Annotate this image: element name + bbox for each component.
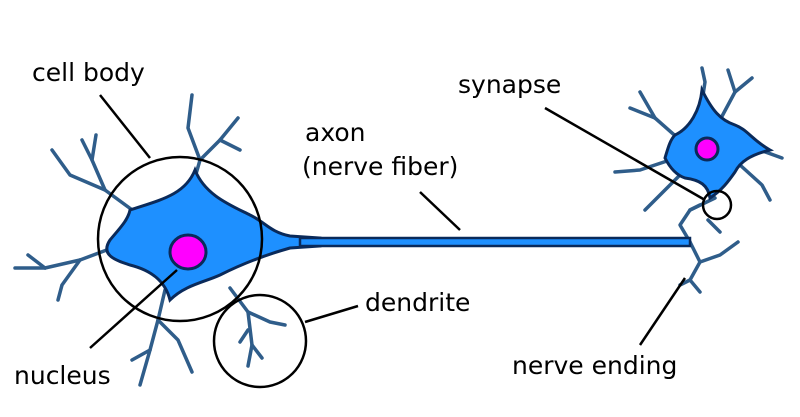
- nucleus-label: nucleus: [14, 361, 111, 390]
- dendrite-circle: [212, 293, 308, 389]
- leader-lines: [89, 94, 706, 349]
- dendrite-leader: [304, 304, 359, 324]
- synapse-leader: [544, 106, 706, 202]
- cell-body-shape: [105, 165, 322, 303]
- axon-leader: [419, 191, 461, 231]
- nucleus-leader: [89, 269, 178, 349]
- cell-body-label: cell body: [32, 58, 145, 87]
- synapse-label: synapse: [458, 70, 562, 99]
- axon-fiber: [298, 236, 692, 248]
- dendrite-branches: [13, 66, 784, 387]
- cell-body-circle: [96, 155, 264, 323]
- nucleus-shape: [168, 233, 208, 271]
- synapse-circle: [701, 189, 733, 221]
- axon-label-line1: axon: [305, 118, 366, 147]
- target-nucleus: [694, 136, 720, 162]
- nerve-ending-leader: [638, 277, 687, 346]
- cell-body-leader: [99, 94, 151, 159]
- axon-label-line2: (nerve fiber): [302, 152, 459, 181]
- nerve-ending-label: nerve ending: [512, 351, 678, 380]
- dendrite-label: dendrite: [365, 288, 471, 317]
